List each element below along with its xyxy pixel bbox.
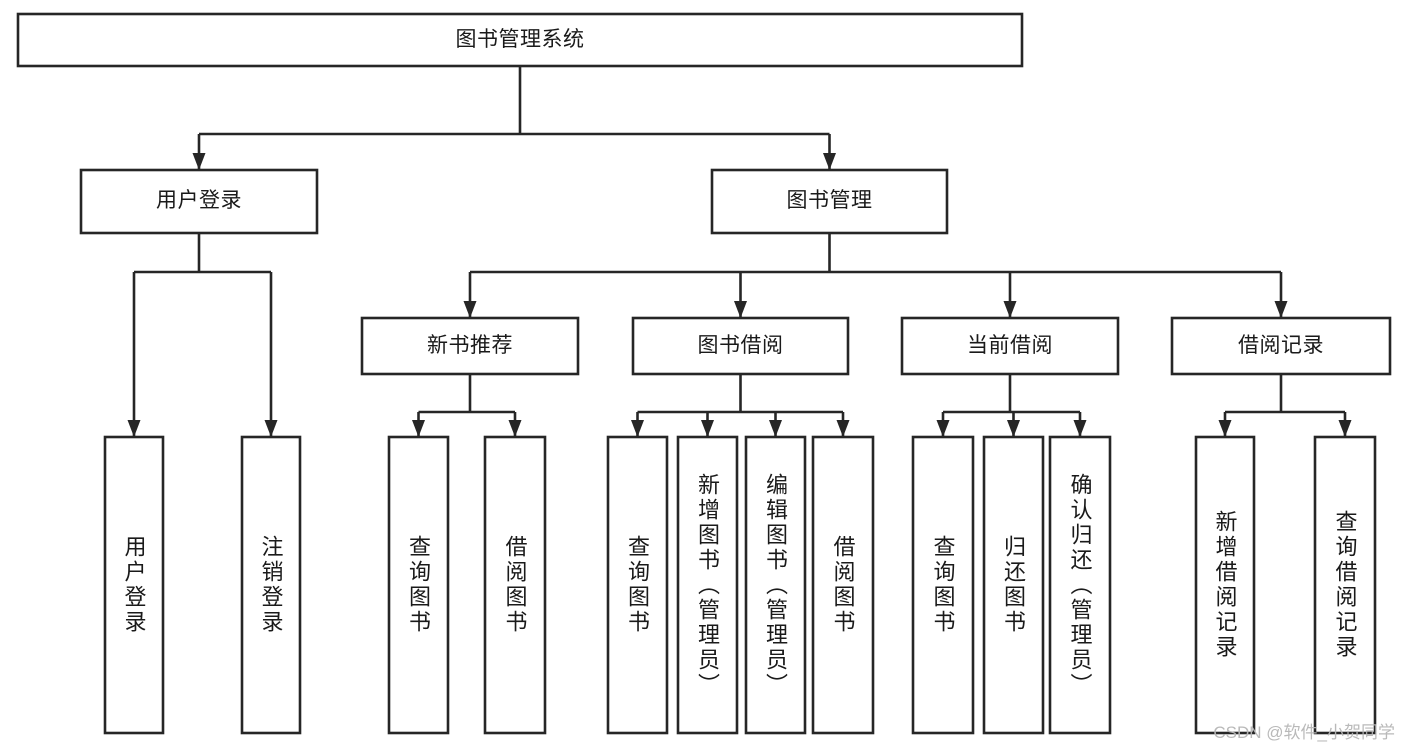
node-box-leaf-user-login[interactable] [103,435,165,735]
arrow-icon-current-borrow-to-leaf-confirm-return [1073,420,1087,437]
arrow-icon-book-manage-to-borrow-record [1274,301,1288,318]
node-box-leaf-confirm-return[interactable] [1048,435,1112,735]
watermark-text: CSDN @软件_小贺同学 [1213,723,1395,742]
node-box-leaf-query-book-2[interactable] [606,435,669,735]
arrow-icon-current-borrow-to-leaf-query-book-3 [936,420,950,437]
arrow-icon-book-manage-to-new-book-rec [463,301,477,318]
arrow-icon-user-login-to-leaf-logout [264,420,278,437]
arrow-icon-book-borrow-to-leaf-query-book-2 [631,420,644,437]
arrow-icon-book-borrow-to-leaf-add-book [701,420,714,437]
arrow-icon-book-borrow-to-leaf-borrow-book-2 [836,420,850,437]
node-box-root[interactable] [16,12,1024,68]
node-box-book-manage[interactable] [710,168,949,235]
node-box-user-login[interactable] [79,168,319,235]
arrow-icon-borrow-record-to-leaf-add-record [1218,420,1232,437]
arrow-icon-borrow-record-to-leaf-query-record [1338,420,1352,437]
node-box-leaf-add-book[interactable] [676,435,739,735]
node-box-leaf-edit-book[interactable] [744,435,807,735]
node-box-leaf-query-book-1[interactable] [387,435,450,735]
node-box-leaf-borrow-book-1[interactable] [483,435,547,735]
arrow-icon-root-to-user-login [192,153,206,170]
arrow-icon-root-to-book-manage [823,153,836,170]
node-box-book-borrow[interactable] [631,316,850,376]
node-box-borrow-record[interactable] [1170,316,1392,376]
arrow-icon-new-book-rec-to-leaf-borrow-book-1 [508,420,522,437]
arrow-icon-book-borrow-to-leaf-edit-book [769,420,782,437]
node-box-new-book-rec[interactable] [360,316,580,376]
node-box-leaf-query-book-3[interactable] [911,435,975,735]
node-layer [16,12,1392,735]
node-box-leaf-borrow-book-2[interactable] [811,435,875,735]
edge-layer [127,66,1352,437]
node-box-leaf-return-book[interactable] [982,435,1045,735]
arrow-icon-book-manage-to-book-borrow [734,301,747,318]
node-box-current-borrow[interactable] [900,316,1120,376]
node-box-leaf-query-record[interactable] [1313,435,1377,735]
arrow-icon-new-book-rec-to-leaf-query-book-1 [412,420,425,437]
arrow-icon-current-borrow-to-leaf-return-book [1007,420,1020,437]
arrow-icon-user-login-to-leaf-user-login [127,420,141,437]
node-box-leaf-logout[interactable] [240,435,302,735]
arrow-icon-book-manage-to-current-borrow [1003,301,1017,318]
node-box-leaf-add-record[interactable] [1194,435,1256,735]
